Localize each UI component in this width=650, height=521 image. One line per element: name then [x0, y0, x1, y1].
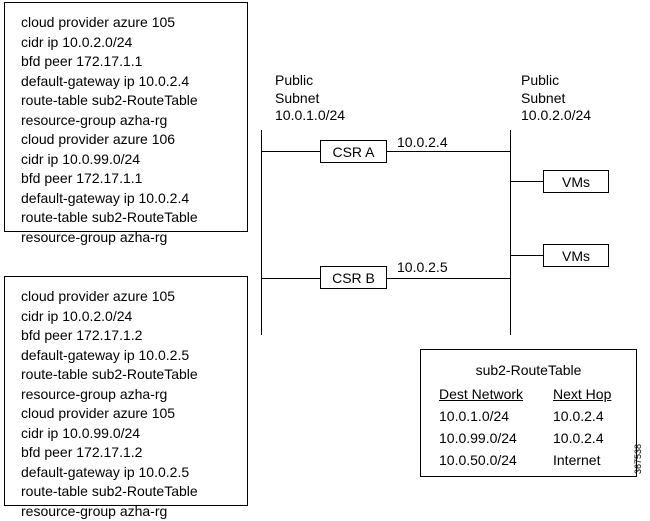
config-line: route-table sub2-RouteTable [21, 91, 198, 111]
link-vms-1 [510, 181, 543, 182]
subnet-right-line2: Subnet [521, 90, 591, 108]
config-line: route-table sub2-RouteTable [21, 482, 198, 502]
link-vms-2 [510, 255, 543, 256]
config-line: resource-group azha-rg [21, 111, 198, 131]
link-left-csr-a [261, 151, 320, 152]
config-line: resource-group azha-rg [21, 385, 198, 405]
vms-1-label: VMs [562, 174, 590, 190]
config-line: bfd peer 172.17.1.2 [21, 443, 198, 463]
route-table-row-next: Internet [553, 452, 600, 468]
config-line: route-table sub2-RouteTable [21, 208, 198, 228]
config-line: default-gateway ip 10.0.2.4 [21, 72, 198, 92]
config-line: cidr ip 10.0.99.0/24 [21, 150, 198, 170]
route-table-row-next: 10.0.2.4 [553, 430, 604, 446]
route-table-row-dest: 10.0.50.0/24 [439, 452, 517, 468]
route-table-row-dest: 10.0.99.0/24 [439, 430, 517, 446]
figure-id: 367538 [633, 444, 643, 474]
subnet-left-line2: Subnet [275, 90, 345, 108]
config-line: cidr ip 10.0.2.0/24 [21, 307, 198, 327]
link-left-csr-b [261, 278, 320, 279]
config-box-csr-a: cloud provider azure 105 cidr ip 10.0.2.… [4, 2, 248, 232]
config-line: resource-group azha-rg [21, 502, 198, 521]
subnet-left-line1: Public [275, 72, 345, 90]
config-line: cidr ip 10.0.2.0/24 [21, 33, 198, 53]
subnet-right-line1: Public [521, 72, 591, 90]
csr-b-router: CSR B [320, 266, 387, 289]
vms-box-1: VMs [543, 170, 609, 193]
config-line: default-gateway ip 10.0.2.5 [21, 346, 198, 366]
route-table-row-next: 10.0.2.4 [553, 408, 604, 424]
config-line: route-table sub2-RouteTable [21, 365, 198, 385]
route-table-title: sub2-RouteTable [421, 362, 636, 378]
csr-b-ip: 10.0.2.5 [397, 259, 448, 276]
route-table-header-dest: Dest Network [439, 386, 523, 402]
config-lines-csr-a: cloud provider azure 105 cidr ip 10.0.2.… [21, 13, 198, 247]
config-line: default-gateway ip 10.0.2.4 [21, 189, 198, 209]
config-line: cidr ip 10.0.99.0/24 [21, 424, 198, 444]
subnet-label-right: Public Subnet 10.0.2.0/24 [521, 72, 591, 125]
link-csr-b-right [387, 278, 510, 279]
config-line: default-gateway ip 10.0.2.5 [21, 463, 198, 483]
csr-a-label: CSR A [332, 144, 374, 160]
config-line: bfd peer 172.17.1.1 [21, 52, 198, 72]
csr-a-router: CSR A [320, 140, 387, 163]
csr-a-ip: 10.0.2.4 [397, 134, 448, 151]
config-box-csr-b: cloud provider azure 105 cidr ip 10.0.2.… [4, 276, 248, 506]
subnet-left-cidr: 10.0.1.0/24 [275, 107, 345, 125]
config-line: cloud provider azure 105 [21, 287, 198, 307]
link-csr-a-right [387, 151, 510, 152]
config-line: cloud provider azure 105 [21, 13, 198, 33]
config-line: cloud provider azure 106 [21, 130, 198, 150]
route-table-row-dest: 10.0.1.0/24 [439, 408, 509, 424]
route-table-header-next: Next Hop [553, 386, 611, 402]
config-lines-csr-b: cloud provider azure 105 cidr ip 10.0.2.… [21, 287, 198, 521]
config-line: bfd peer 172.17.1.1 [21, 169, 198, 189]
subnet-bus-left [261, 130, 262, 335]
config-line: resource-group azha-rg [21, 228, 198, 248]
vms-box-2: VMs [543, 244, 609, 267]
subnet-bus-right [510, 130, 511, 335]
csr-b-label: CSR B [332, 270, 375, 286]
vms-2-label: VMs [562, 248, 590, 264]
subnet-right-cidr: 10.0.2.0/24 [521, 107, 591, 125]
subnet-label-left: Public Subnet 10.0.1.0/24 [275, 72, 345, 125]
config-line: cloud provider azure 105 [21, 404, 198, 424]
config-line: bfd peer 172.17.1.2 [21, 326, 198, 346]
route-table-box: sub2-RouteTable Dest Network Next Hop 10… [420, 349, 637, 477]
